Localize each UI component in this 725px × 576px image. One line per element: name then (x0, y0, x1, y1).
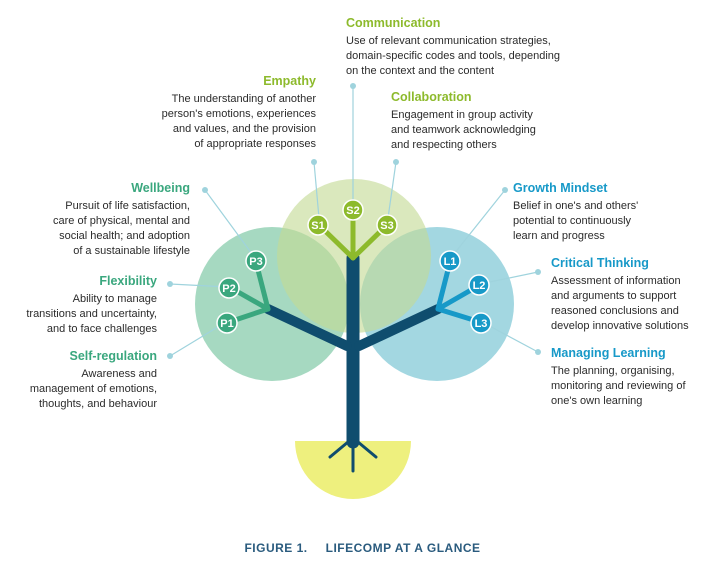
node-l3-label: L3 (475, 318, 488, 330)
node-l3: L3 (470, 312, 492, 334)
node-p1-label: P1 (220, 318, 233, 330)
critical-thinking-desc-2: and arguments to support (551, 290, 677, 302)
empathy-desc-4: of appropriate responses (194, 138, 316, 150)
collaboration-desc-1: Engagement in group activity (391, 109, 533, 121)
collaboration-title: Collaboration (391, 90, 472, 104)
critical-thinking-desc-1: Assessment of information (551, 275, 681, 287)
node-s1-label: S1 (311, 220, 324, 232)
wellbeing-desc-2: care of physical, mental and (53, 215, 190, 227)
node-s3: S3 (376, 214, 398, 236)
leader-lines (169, 86, 539, 357)
figure-caption: FIGURE 1. LIFECOMP AT A GLANCE (0, 541, 725, 555)
node-p3-label: P3 (249, 256, 262, 268)
managing-learning-desc-3: one's own learning (551, 395, 643, 407)
growth-mindset-title: Growth Mindset (513, 181, 608, 195)
self-regulation-block: Self-regulation Awareness and management… (30, 349, 157, 412)
self-regulation-desc-1: Awareness and (81, 368, 157, 380)
flexibility-desc-3: and to face challenges (46, 323, 157, 335)
node-p1: P1 (216, 312, 238, 334)
figure-caption-number: FIGURE 1. (244, 541, 308, 555)
node-s1: S1 (307, 214, 329, 236)
self-regulation-title: Self-regulation (69, 349, 157, 363)
communication-title: Communication (346, 16, 441, 30)
self-regulation-desc-2: management of emotions, (29, 383, 157, 395)
collaboration-desc-3: and respecting others (391, 139, 497, 151)
communication-desc-2: domain-specific codes and tools, dependi… (346, 50, 561, 62)
critical-thinking-block: Critical Thinking Assessment of informat… (551, 256, 689, 334)
critical-thinking-title: Critical Thinking (551, 256, 649, 270)
managing-learning-title: Managing Learning (551, 346, 666, 360)
node-p2-label: P2 (222, 283, 235, 295)
wellbeing-block: Wellbeing Pursuit of life satisfaction, … (53, 181, 190, 259)
communication-block: Communication Use of relevant communicat… (346, 16, 560, 79)
tree-trunk (263, 251, 443, 449)
managing-learning-block: Managing Learning The planning, organisi… (551, 346, 686, 409)
node-s2: S2 (342, 199, 364, 221)
flexibility-desc-1: Ability to manage (72, 293, 157, 305)
node-s2-label: S2 (346, 205, 359, 217)
empathy-title: Empathy (263, 74, 316, 88)
empathy-desc-2: person's emotions, experiences (161, 108, 316, 120)
growth-mindset-desc-3: learn and progress (513, 230, 605, 242)
wellbeing-desc-4: of a sustainable lifestyle (73, 245, 190, 257)
node-p3: P3 (245, 250, 267, 272)
managing-learning-desc-1: The planning, organising, (551, 365, 675, 377)
figure-caption-title: LIFECOMP AT A GLANCE (325, 541, 481, 555)
growth-mindset-block: Growth Mindset Belief in one's and other… (513, 181, 638, 244)
growth-mindset-desc-1: Belief in one's and others' (513, 200, 639, 212)
critical-thinking-desc-3: reasoned conclusions and (551, 305, 679, 317)
leader-dots (167, 83, 541, 359)
collaboration-block: Collaboration Engagement in group activi… (391, 90, 536, 153)
self-regulation-desc-3: thoughts, and behaviour (38, 398, 157, 410)
wellbeing-title: Wellbeing (131, 181, 190, 195)
node-l2: L2 (468, 274, 490, 296)
managing-learning-desc-2: monitoring and reviewing of (551, 380, 686, 392)
flexibility-block: Flexibility Ability to manage transition… (26, 274, 157, 337)
wellbeing-desc-3: social health; and adoption (59, 230, 190, 242)
node-l2-label: L2 (473, 280, 486, 292)
wellbeing-desc-1: Pursuit of life satisfaction, (65, 200, 190, 212)
empathy-desc-1: The understanding of another (171, 93, 316, 105)
flexibility-title: Flexibility (99, 274, 157, 288)
critical-thinking-desc-4: develop innovative solutions (551, 320, 689, 332)
flexibility-desc-2: transitions and uncertainty, (26, 308, 157, 320)
empathy-desc-3: and values, and the provision (172, 123, 316, 135)
empathy-block: Empathy The understanding of another per… (162, 74, 316, 152)
node-s3-label: S3 (380, 220, 393, 232)
node-l1: L1 (439, 250, 461, 272)
communication-desc-3: on the context and the content (346, 65, 495, 77)
node-p2: P2 (218, 277, 240, 299)
communication-desc-1: Use of relevant communication strategies… (346, 35, 551, 47)
node-l1-label: L1 (444, 256, 457, 268)
tree-roots (328, 438, 378, 473)
growth-mindset-desc-2: potential to continuously (513, 215, 632, 227)
collaboration-desc-2: and teamwork acknowledging (391, 124, 536, 136)
